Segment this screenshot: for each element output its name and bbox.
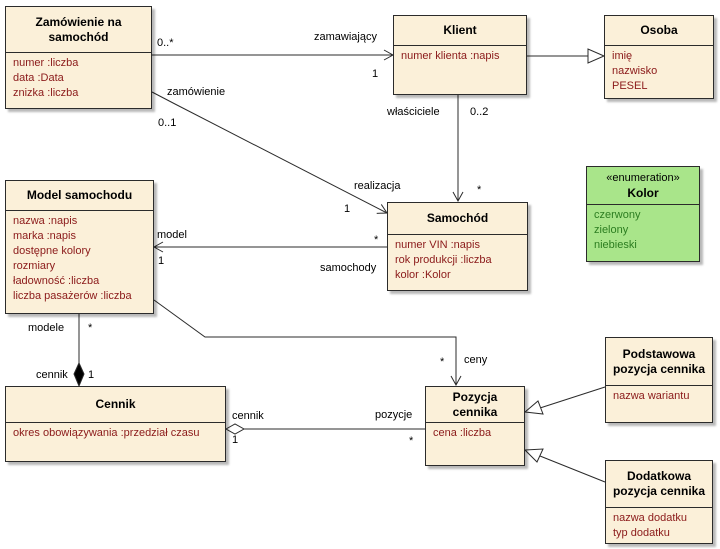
- class-cennik[interactable]: Cennik okres obowiązywania :przedział cz…: [5, 386, 226, 462]
- multiplicity-label: *: [440, 356, 445, 368]
- class-model-name: Model samochodu: [6, 181, 153, 211]
- role-label: samochody: [320, 262, 377, 274]
- class-klient[interactable]: Klient numer klienta :napis: [393, 15, 527, 95]
- multiplicity-label: *: [374, 234, 379, 246]
- role-label: cennik: [36, 369, 68, 381]
- attribute: PESEL: [612, 80, 648, 92]
- class-pozycja-name: Pozycja cennika: [426, 387, 524, 423]
- attribute: numer klienta :napis: [401, 50, 500, 62]
- attribute: nazwisko: [612, 65, 658, 77]
- role-label: realizacja: [354, 180, 401, 192]
- attribute: nazwa :napis: [13, 215, 78, 227]
- generalization-triangle-osoba: [587, 48, 606, 64]
- multiplicity-label: 0..*: [157, 37, 174, 49]
- assoc-model-pozycja: [153, 299, 462, 387]
- role-label: pozycje: [375, 409, 413, 421]
- multiplicity-label: 1: [158, 255, 165, 267]
- role-label: model: [157, 229, 187, 241]
- class-name: Dodatkowa pozycja cennika: [612, 469, 706, 498]
- multiplicity-label: *: [477, 184, 482, 196]
- attribute: znizka :liczba: [13, 87, 79, 99]
- class-zamowienie-name: Zamówienie na samochód: [6, 7, 151, 53]
- class-klient-name: Klient: [394, 16, 526, 46]
- class-podstawowa-pozycja[interactable]: Podstawowa pozycja cennika nazwa wariant…: [605, 337, 713, 423]
- enum-literal: zielony: [594, 224, 629, 236]
- class-name: Klient: [443, 23, 477, 37]
- aggregation-diamond: [224, 423, 246, 435]
- class-cennik-name: Cennik: [6, 387, 225, 423]
- class-name: Samochód: [426, 211, 489, 225]
- enum-literal: niebieski: [594, 239, 637, 251]
- attribute: liczba pasażerów :liczba: [13, 290, 132, 302]
- multiplicity-label: 0..2: [470, 106, 489, 118]
- class-dodatkowa-pozycja[interactable]: Dodatkowa pozycja cennika nazwa dodatku …: [605, 460, 713, 544]
- multiplicity-label: 1: [232, 434, 239, 446]
- class-pozycja-cennika[interactable]: Pozycja cennika cena :liczba: [425, 386, 525, 466]
- attribute: numer VIN :napis: [395, 239, 480, 251]
- enum-kolor[interactable]: «enumeration» Kolor czerwony zielony nie…: [586, 166, 700, 262]
- composition-diamond: [73, 361, 85, 388]
- class-samochod[interactable]: Samochód numer VIN :napis rok produkcji …: [387, 202, 528, 291]
- attribute: imię: [612, 50, 633, 62]
- attribute: cena :liczba: [433, 427, 492, 439]
- class-name: Zamówienie na samochód: [35, 14, 122, 44]
- class-name: Kolor: [627, 185, 659, 200]
- generalization-dodatkowa-line: [539, 455, 606, 483]
- multiplicity-label: *: [409, 435, 414, 447]
- role-label: cennik: [232, 410, 264, 422]
- class-model-samochodu[interactable]: Model samochodu nazwa :napis marka :napi…: [5, 180, 154, 314]
- class-name: Osoba: [640, 23, 678, 37]
- class-name: Model samochodu: [26, 188, 133, 202]
- class-osoba-name: Osoba: [605, 16, 713, 46]
- attribute: kolor :Kolor: [395, 269, 451, 281]
- class-podstawowa-name: Podstawowa pozycja cennika: [606, 338, 712, 386]
- class-dodatkowa-name: Dodatkowa pozycja cennika: [606, 461, 712, 508]
- role-label: zamówienie: [167, 86, 226, 98]
- class-zamowienie[interactable]: Zamówienie na samochód numer :liczba dat…: [5, 6, 152, 109]
- attribute: rozmiary: [13, 260, 56, 272]
- attribute: numer :liczba: [13, 57, 79, 69]
- class-osoba[interactable]: Osoba imię nazwisko PESEL: [604, 15, 714, 99]
- class-name: Pozycja cennika: [452, 389, 498, 419]
- multiplicity-label: 1: [372, 68, 379, 80]
- role-label: ceny: [464, 354, 488, 366]
- role-label: modele: [28, 322, 65, 334]
- class-name: Cennik: [95, 397, 136, 411]
- multiplicity-label: *: [88, 322, 93, 334]
- attribute: data :Data: [13, 72, 64, 84]
- attribute: marka :napis: [13, 230, 76, 242]
- multiplicity-label: 1: [344, 203, 351, 215]
- enum-kolor-header: «enumeration» Kolor: [587, 167, 699, 205]
- stereotype-label: «enumeration»: [606, 171, 680, 184]
- generalization-podstawowa-line: [539, 386, 606, 409]
- attribute: nazwa wariantu: [613, 390, 690, 402]
- generalization-triangle-pozycja-2: [523, 448, 544, 463]
- attribute: rok produkcji :liczba: [395, 254, 492, 266]
- enum-literal: czerwony: [594, 209, 641, 221]
- attribute: dostępne kolory: [13, 245, 91, 257]
- attribute: nazwa dodatku: [613, 512, 687, 524]
- multiplicity-label: 0..1: [158, 117, 177, 129]
- attribute: okres obowiązywania :przedział czasu: [13, 427, 200, 439]
- multiplicity-label: 1: [88, 369, 95, 381]
- role-label: zamawiający: [314, 31, 377, 43]
- class-name: Podstawowa pozycja cennika: [612, 346, 706, 376]
- class-samochod-name: Samochód: [388, 203, 527, 235]
- attribute: ładowność :liczba: [13, 275, 100, 287]
- role-label: właściciele: [387, 106, 440, 118]
- generalization-triangle-pozycja-1: [523, 400, 544, 415]
- attribute: typ dodatku: [613, 527, 670, 539]
- assoc-zamowienie-samochod: [151, 91, 388, 214]
